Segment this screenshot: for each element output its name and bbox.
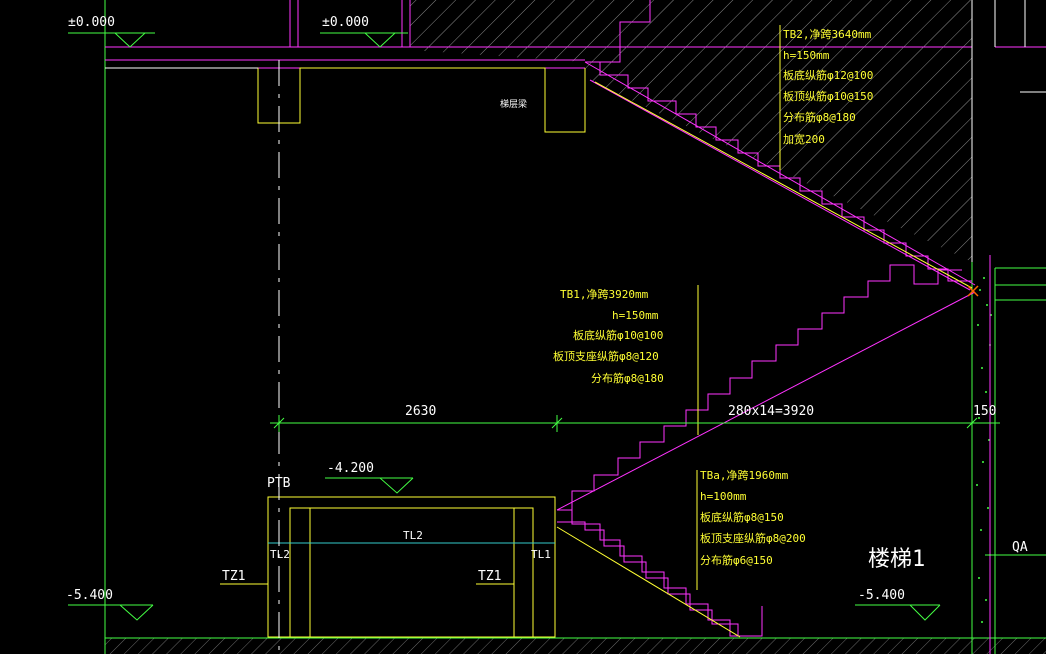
yellow-structure-lines <box>105 25 973 638</box>
dimension-line <box>270 415 1046 556</box>
tba-line-1: h=100mm <box>700 490 747 503</box>
beam-note: 梯层梁 <box>500 98 527 110</box>
tl1-label: TL1 <box>531 548 551 561</box>
tb2-line-3: 板顶纵筋φ10@150 <box>783 89 873 103</box>
tb1-line-1: h=150mm <box>612 309 659 322</box>
tl2-mid-label: TL2 <box>403 529 423 542</box>
tb2-note: TB2,净跨3640mm h=150mm 板底纵筋φ12@100 板顶纵筋φ10… <box>783 27 873 146</box>
tb2-line-1: h=150mm <box>783 49 830 62</box>
tb1-note: TB1,净跨3920mm h=150mm 板底纵筋φ10@100 板顶支座纵筋φ… <box>553 287 664 385</box>
dimension-landing: 2630 <box>405 404 436 419</box>
elevation-landing: -4.200 <box>327 461 374 476</box>
tb2-line-5: 加宽200 <box>783 132 825 146</box>
elevation-top-left: ±0.000 <box>68 15 115 30</box>
stair-title: 楼梯1 <box>868 547 925 572</box>
tb1-line-0: TB1,净跨3920mm <box>560 287 649 301</box>
tl2-left-label: TL2 <box>270 548 290 561</box>
tz1-mid-label: TZ1 <box>478 569 501 584</box>
axis-label: QA <box>1012 540 1028 555</box>
dimension-wall: 150 <box>973 404 996 419</box>
tba-line-0: TBa,净跨1960mm <box>700 468 789 482</box>
elevation-bottom-left: -5.400 <box>66 588 113 603</box>
soil-hatch-region <box>410 0 972 262</box>
magenta-lines <box>105 0 1046 654</box>
tba-line-4: 分布筋φ6@150 <box>700 553 773 567</box>
ground-slab-hatch <box>105 638 1046 654</box>
tb2-line-4: 分布筋φ8@180 <box>783 110 856 124</box>
tb1-line-3: 板顶支座纵筋φ8@120 <box>553 349 659 363</box>
tb1-line-4: 分布筋φ8@180 <box>591 371 664 385</box>
dimension-steps: 280x14=3920 <box>728 404 814 419</box>
tba-line-3: 板顶支座纵筋φ8@200 <box>700 531 806 545</box>
white-lines <box>105 0 1046 262</box>
tb2-line-0: TB2,净跨3640mm <box>783 27 872 41</box>
tba-note: TBa,净跨1960mm h=100mm 板底纵筋φ8@150 板顶支座纵筋φ8… <box>700 468 806 567</box>
tb2-line-2: 板底纵筋φ12@100 <box>783 68 873 82</box>
elevation-markers <box>68 32 941 621</box>
tz1-left-label: TZ1 <box>222 569 245 584</box>
tb1-line-2: 板底纵筋φ10@100 <box>573 328 663 342</box>
tba-line-2: 板底纵筋φ8@150 <box>700 510 784 524</box>
ptb-label: PTB <box>267 476 291 491</box>
junction-marker <box>967 285 979 297</box>
elevation-bottom-right: -5.400 <box>858 588 905 603</box>
elevation-top-mid: ±0.000 <box>322 15 369 30</box>
